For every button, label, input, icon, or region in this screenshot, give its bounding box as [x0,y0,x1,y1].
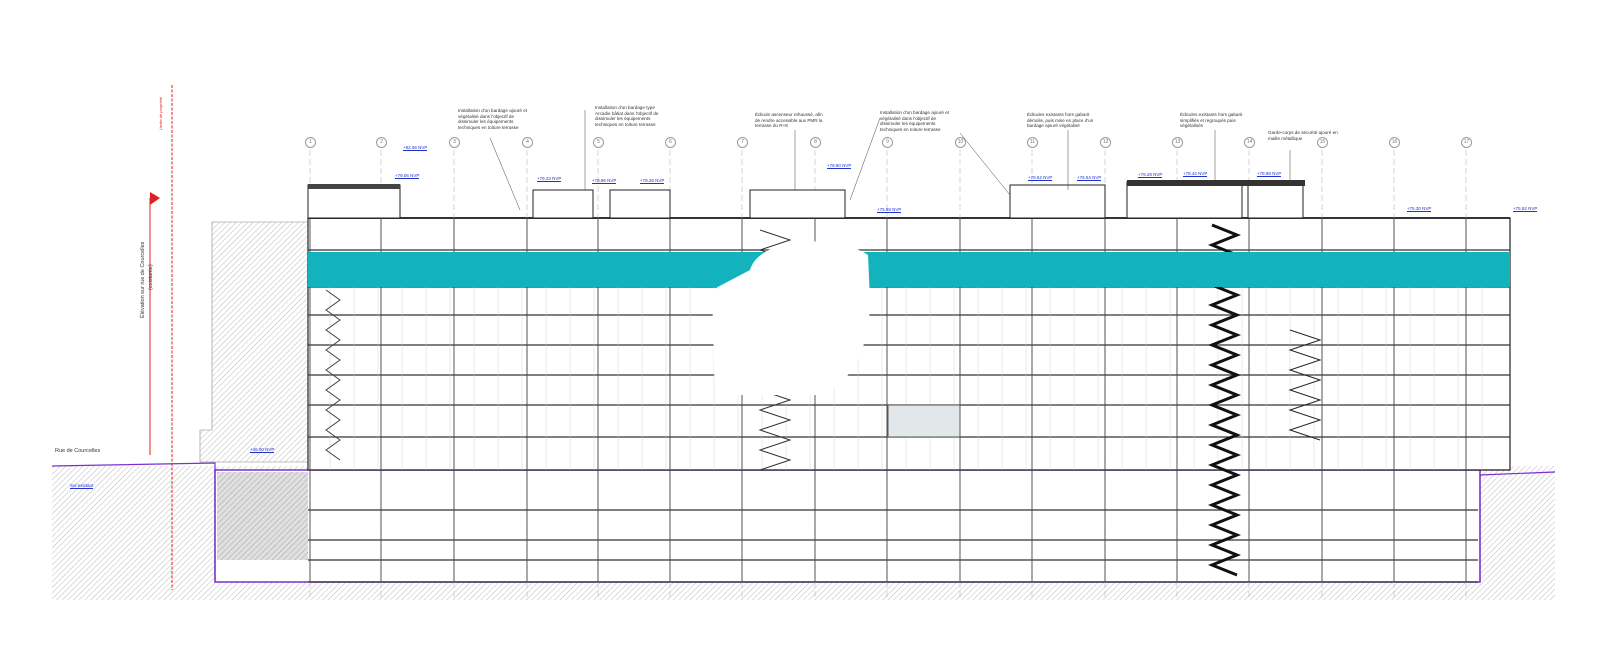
basement-fill [217,472,308,560]
glazed-panel [887,404,961,438]
level-marker: +79.52 NVP [1028,175,1053,181]
ground-line-left [51,462,216,582]
axis-marker: 4 [522,137,533,148]
ground-line-right [1479,471,1556,582]
annotation-note: Édicule ascenseur rehaussé, afin de rend… [755,112,823,129]
axis-marker: 6 [665,137,676,148]
level-marker: +79.23 NVP [537,176,562,182]
level-marker: +78.88 NVP [1257,171,1282,177]
axis-marker: 12 [1100,137,1111,148]
axis-marker: 5 [593,137,604,148]
axis-marker: 1 [305,137,316,148]
axis-marker: 14 [1244,137,1255,148]
axis-marker: 2 [376,137,387,148]
highlight-band [308,252,1510,287]
axis-marker: 3 [449,137,460,148]
property-line-label: Limite de propriété [158,96,163,130]
level-marker: +79.28 NVP [640,178,665,184]
leader-line [489,137,521,211]
axis-marker: 10 [955,137,966,148]
level-marker: +82.06 NVP [403,145,428,151]
roof-structure [1247,184,1304,219]
annotation-note: Installation d'un bardage type Arcadie b… [595,105,659,127]
stair-west [325,289,341,461]
level-marker: +75.58 NVP [877,207,902,213]
level-marker: +78.42 NVP [1183,171,1208,177]
stair-east-2 [1288,329,1322,441]
roof-structure [609,189,671,219]
roof-structure [1009,184,1106,219]
annotation-note: Garde-corps de sécurité ajouré en maille… [1268,130,1338,141]
street-label: Rue de Courcelles [55,448,101,454]
elevation-title: Élévation sur rue de Courcelles [140,241,146,318]
level-marker: +75.30 NVP [1407,206,1432,212]
basement-section [214,469,1481,583]
leader-line [959,132,1011,196]
roof-structure [532,189,594,219]
level-marker: +76.54 NVP [1077,175,1102,181]
roof-cap-west [308,184,400,189]
axis-marker: 9 [882,137,893,148]
axis-marker: 13 [1172,137,1183,148]
level-marker: +79.28 NVP [1138,172,1163,178]
adjacent-building [199,221,309,463]
axis-marker: 16 [1389,137,1400,148]
ground-note: Sol existant [70,483,94,489]
annotation-note: Édicules existants hors gabarit démolis,… [1027,112,1094,129]
axis-marker: 17 [1461,137,1472,148]
level-marker: +78.80 NVP [827,163,852,169]
axis-marker: 7 [737,137,748,148]
axis-marker: 8 [810,137,821,148]
roof-structure [749,189,846,219]
level-marker: +75.52 NVP [1513,206,1538,212]
level-marker: +78.86 NVP [592,178,617,184]
level-marker: +46.00 NVP [250,447,275,453]
annotation-note: Installation d'un bardage ajouré et végé… [880,110,950,132]
annotation-note: Installation d'un bardage ajouré et végé… [458,108,528,130]
level-marker: +79.06 NVP [395,173,420,179]
roof-structure [307,184,401,219]
axis-marker: 15 [1317,137,1328,148]
roof-structure [1126,181,1243,219]
leader-line [849,117,881,201]
annotation-note: Édicules existants hors gabarit simplifi… [1180,112,1243,129]
mask-blob [712,241,870,395]
axis-marker: 11 [1027,137,1038,148]
elevation-arrow-flag [150,192,160,205]
basement-shade [217,472,308,560]
elevation-subtitle: (existante) [148,264,154,290]
roof-cap [1127,180,1305,186]
